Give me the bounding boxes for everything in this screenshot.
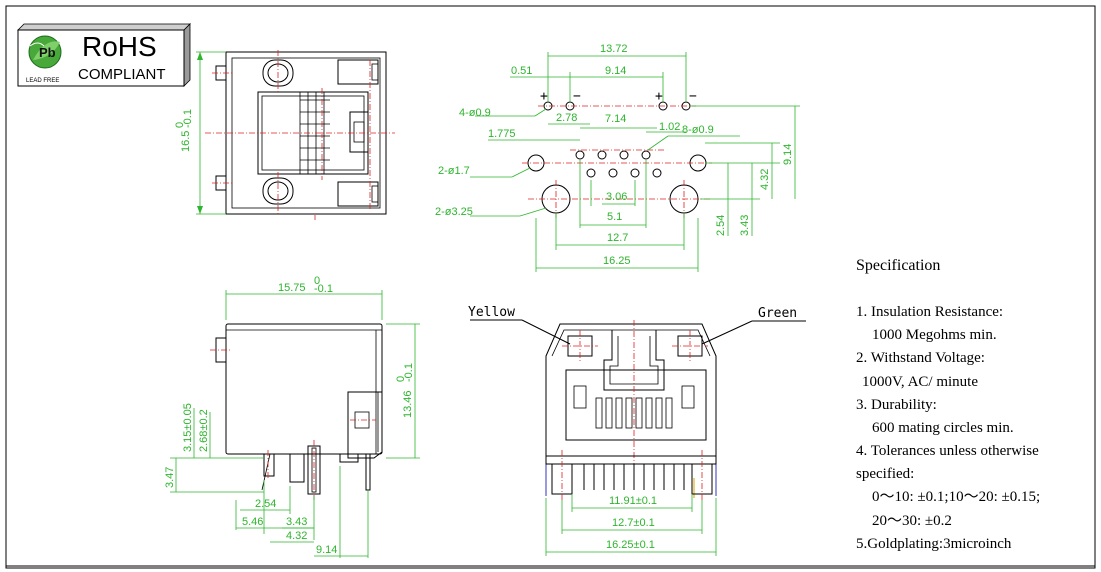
spec-line-1: 1. Insulation Resistance:: [856, 304, 1003, 320]
spec-line-7: 4. Tolerances unless otherwise: [856, 443, 1039, 459]
pin-plus-left: +: [540, 89, 548, 104]
side-dim-2-54: 2.54: [255, 498, 276, 510]
led-label-green: Green: [758, 306, 797, 321]
spec-line-11: 5.Goldplating:3microinch: [856, 536, 1012, 552]
pin-minus-left: −: [573, 89, 581, 104]
top-view: 16.5 0 -0.1: [174, 50, 395, 220]
side-height-tol-lower: -0.1: [403, 363, 415, 382]
leaf-badge-icon: Pb: [28, 35, 62, 69]
fp-dim-v-3-43: 3.43: [739, 215, 751, 236]
spec-line-4: 1000V, AC/ minute: [862, 374, 978, 390]
side-dim-4-32: 4.32: [286, 530, 307, 542]
top-height-tol-lower: -0.1: [182, 109, 194, 128]
fp-hole-2x17: 2-ø1.7: [438, 165, 470, 177]
pin-plus-right: +: [655, 89, 663, 104]
side-dim-5-46: 5.46: [242, 516, 263, 528]
fp-dim-5-1: 5.1: [607, 211, 622, 223]
side-height-tol-upper: 0: [395, 376, 407, 382]
spec-line-10: 20～30: ±0.2: [872, 513, 952, 529]
fp-dim-13-72: 13.72: [600, 43, 628, 55]
lead-symbol: Pb: [39, 45, 56, 60]
spec-line-9: 0～10: ±0.1;10～20: ±0.15;: [872, 489, 1040, 505]
fp-dim-1-775: 1.775: [488, 128, 516, 140]
side-dim-3-43: 3.43: [286, 516, 307, 528]
solder-tails: [583, 464, 685, 490]
spec-line-8: specified:: [856, 466, 914, 482]
side-width-tol-lower: -0.1: [314, 283, 333, 295]
fp-dim-12-7: 12.7: [607, 232, 628, 244]
side-dim-3-15: 3.15±0.05: [182, 403, 194, 452]
fp-hole-2x325: 2-ø3.25: [435, 206, 473, 218]
front-view: Yellow Green 11.91±0.1 12.7±0.1 16.25±0.…: [468, 305, 806, 556]
fp-dim-0-51: 0.51: [511, 65, 532, 77]
fp-dim-v-4-32: 4.32: [759, 169, 771, 190]
fp-dim-1-02: 1.02: [659, 121, 680, 133]
side-width-tol-upper: 0: [314, 275, 320, 287]
top-height-dim: 16.5: [180, 131, 192, 152]
contact-pins: [595, 397, 673, 429]
rohs-title: RoHS: [82, 31, 157, 62]
specification-block: Specification 1. Insulation Resistance: …: [856, 257, 1040, 552]
side-dim-2-68: 2.68±0.2: [198, 409, 210, 452]
spec-line-6: 600 mating circles min.: [872, 420, 1014, 436]
side-dim-9-14: 9.14: [316, 544, 337, 556]
fp-dim-2-78: 2.78: [556, 112, 577, 124]
sheet-border: [5, 5, 1096, 569]
fp-hole-4x09: 4-ø0.9: [459, 107, 491, 119]
pcb-footprint: + − + − 13.72 0.51 9.14 4-ø0.9 2.78 7.14…: [435, 43, 800, 272]
rohs-logo: Pb RoHS COMPLIANT LEAD FREE: [17, 23, 191, 87]
side-width-dim: 15.75: [278, 282, 306, 294]
pin-minus-right: −: [689, 89, 697, 104]
side-height-dim: 13.46: [402, 390, 414, 418]
fp-dim-16-25: 16.25: [603, 255, 631, 267]
spec-line-3: 2. Withstand Voltage:: [856, 350, 985, 366]
led-label-yellow: Yellow: [468, 305, 515, 320]
rohs-subtitle: COMPLIANT: [78, 66, 166, 83]
spec-title: Specification: [856, 257, 940, 274]
spec-line-5: 3. Durability:: [856, 397, 937, 413]
fp-dim-9-14: 9.14: [605, 65, 626, 77]
spec-line-2: 1000 Megohms min.: [872, 327, 997, 343]
top-height-tol-upper: 0: [174, 122, 186, 128]
lead-free-label: LEAD FREE: [26, 78, 59, 84]
fp-dim-3-06: 3.06: [606, 191, 627, 203]
fp-dim-7-14: 7.14: [605, 113, 626, 125]
front-dim-11-91: 11.91±0.1: [609, 495, 657, 507]
fp-hole-8x09: 8-ø0.9: [682, 124, 714, 136]
side-view: 15.75 0 -0.1 13.46 0 -0.1 3.15±0.05 2.68…: [164, 275, 420, 558]
front-dim-12-7: 12.7±0.1: [612, 517, 655, 529]
fp-dim-v-9-14: 9.14: [782, 144, 794, 165]
fp-dim-v-2-54: 2.54: [715, 215, 727, 236]
front-dim-16-25: 16.25±0.1: [606, 539, 655, 551]
side-dim-3-47: 3.47: [164, 467, 176, 488]
